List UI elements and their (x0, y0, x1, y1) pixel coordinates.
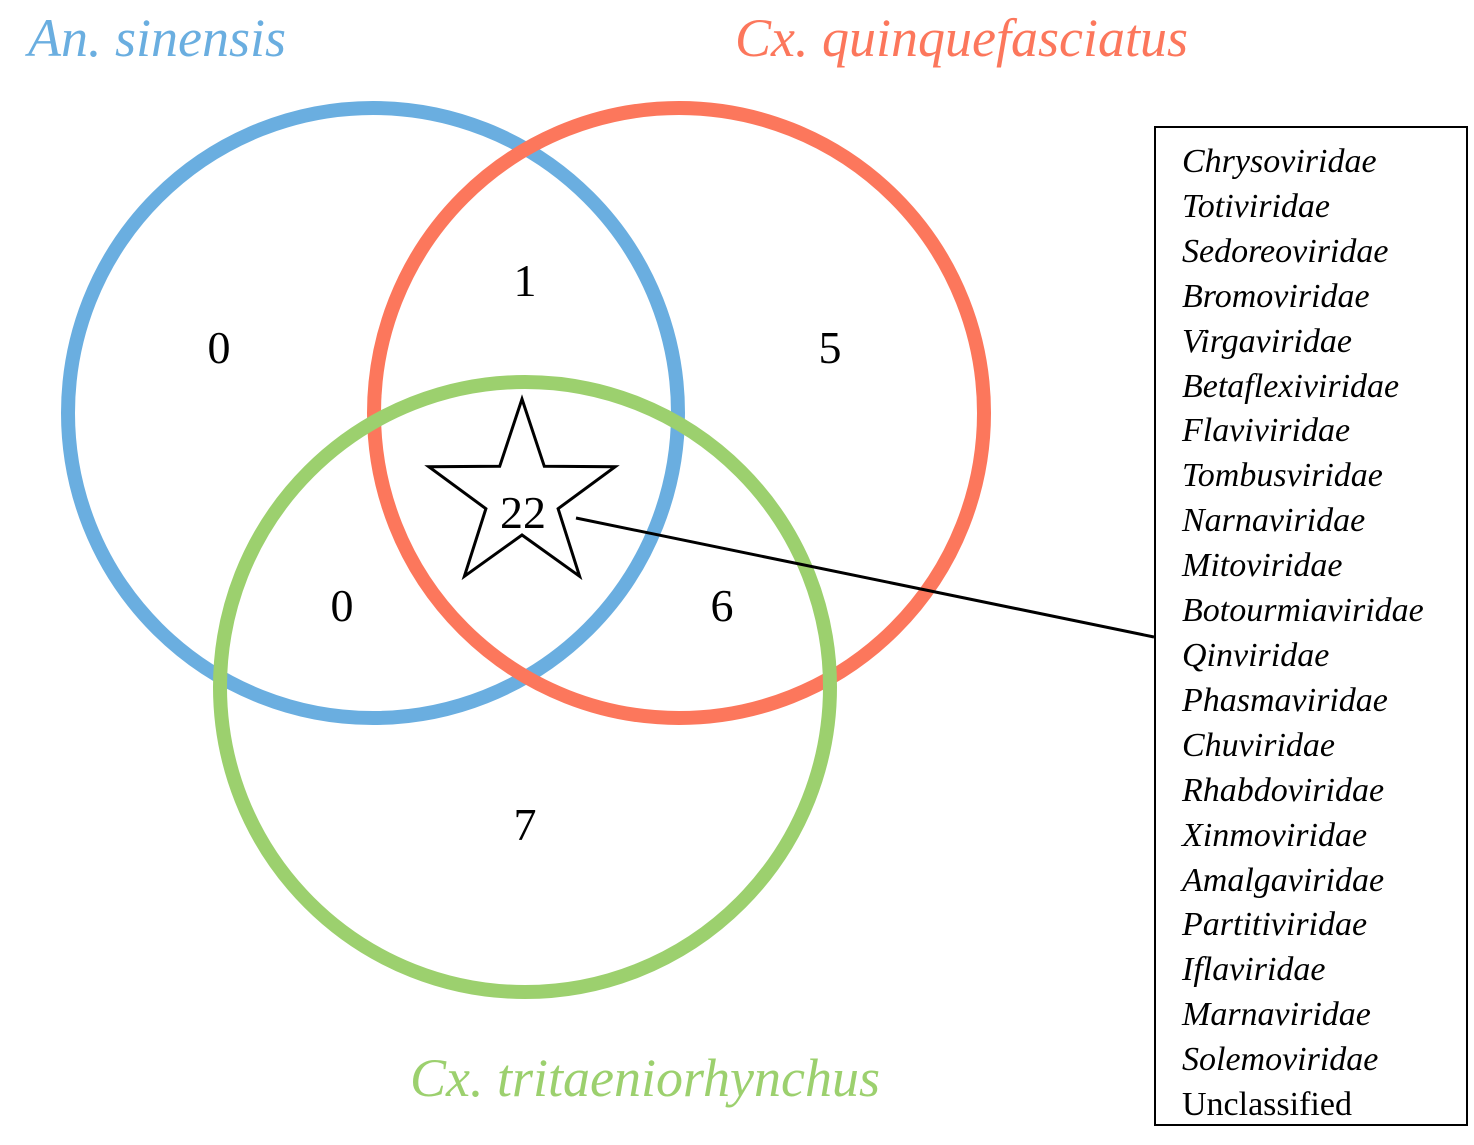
virus-family-item: Tombusviridae (1182, 457, 1383, 495)
count-cx-quinquefasciatus-cx-tritaeniorhynchus: 6 (711, 580, 734, 631)
virus-family-item: Unclassified (1182, 1086, 1352, 1124)
virus-family-item: Mitoviridae (1182, 547, 1343, 585)
count-cx-tritaeniorhynchus-only: 7 (514, 799, 537, 850)
virus-family-item: Narnaviridae (1182, 502, 1366, 540)
set-label-cx-tritaeniorhynchus: Cx. tritaeniorhynchus (410, 1048, 880, 1108)
virus-family-item: Botourmiaviridae (1182, 592, 1424, 630)
virus-family-item: Rhabdoviridae (1182, 771, 1385, 809)
set-label-an-sinensis: An. sinensis (25, 8, 286, 68)
virus-family-item: Flaviviridae (1182, 412, 1351, 450)
virus-family-item: Betaflexiviridae (1182, 367, 1400, 405)
virus-family-item: Marnaviridae (1182, 996, 1371, 1034)
set-label-cx-quinquefasciatus: Cx. quinquefasciatus (735, 8, 1188, 68)
circle-an-sinensis (61, 101, 685, 725)
virus-family-item: Chrysoviridae (1182, 143, 1377, 180)
virus-family-item: Phasmaviridae (1182, 681, 1388, 719)
virus-family-item: Bromoviridae (1182, 277, 1370, 315)
virus-family-item: Iflaviridae (1182, 951, 1326, 989)
count-cx-quinquefasciatus-only: 5 (819, 322, 842, 373)
circle-cx-quinquefasciatus (367, 101, 991, 725)
count-all-three: 22 (500, 487, 546, 538)
circle-cx-tritaeniorhynchus (213, 375, 837, 999)
count-an-sinensis-cx-tritaeniorhynchus: 0 (331, 580, 354, 631)
star-shape (424, 394, 620, 581)
virus-family-item: Sedoreoviridae (1182, 232, 1389, 270)
virus-family-item: Xinmoviridae (1182, 816, 1368, 854)
virus-family-item: Qinviridae (1182, 636, 1330, 674)
count-an-sinensis-cx-quinquefasciatus: 1 (514, 255, 537, 306)
virus-family-item: Partitiviridae (1182, 906, 1368, 944)
virus-family-item: Virgaviridae (1182, 322, 1352, 360)
virus-family-item: Solemoviridae (1182, 1041, 1379, 1079)
virus-family-item: Amalgaviridae (1182, 861, 1385, 899)
virus-family-item: Chuviridae (1182, 726, 1335, 764)
virus-family-item: Totiviridae (1182, 187, 1330, 225)
callout-line (575, 516, 1155, 639)
count-an-sinensis-only: 0 (208, 322, 231, 373)
